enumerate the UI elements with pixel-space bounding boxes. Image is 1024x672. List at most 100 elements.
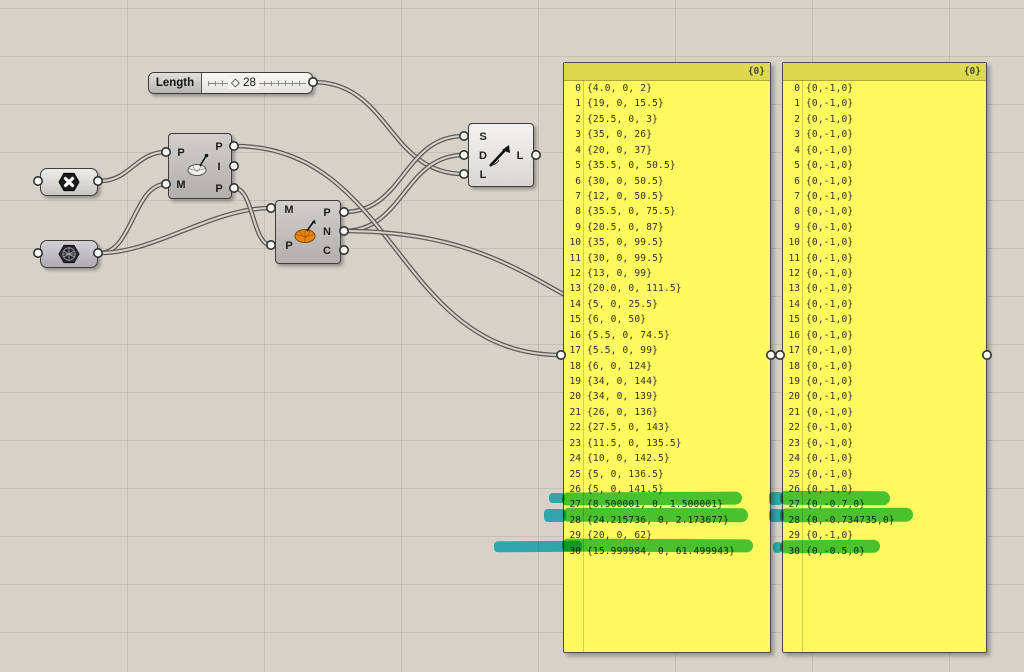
row-index: 16 — [788, 329, 800, 341]
row-index: 29 — [569, 530, 581, 542]
row-index: 19 — [788, 376, 800, 388]
panel-1[interactable]: {0} 0{4.0, 0, 2}1{19, 0, 15.5}2{25.5, 0,… — [563, 62, 771, 653]
row-index: 20 — [788, 391, 800, 403]
number-slider[interactable]: Length ◇ 28 — [148, 72, 313, 94]
row-index: 6 — [794, 175, 800, 187]
list-item: 23{11.5, 0, 135.5} — [564, 436, 770, 451]
list-item: 6{30, 0, 50.5} — [564, 174, 770, 189]
port-label[interactable]: P — [215, 183, 223, 195]
evalmesh-input-p-nub[interactable] — [265, 240, 276, 251]
row-index: 3 — [575, 129, 581, 141]
evalmesh-output-p-nub[interactable] — [338, 207, 349, 218]
list-item: 7{12, 0, 50.5} — [564, 189, 770, 204]
row-index: 2 — [794, 113, 800, 125]
list-item: 8{0,-1,0} — [783, 204, 986, 219]
list-item: 4{0,-1,0} — [783, 143, 986, 158]
panel-2[interactable]: {0} 0{0,-1,0}1{0,-1,0}2{0,-1,0}3{0,-1,0}… — [782, 62, 987, 653]
list-item: 29{20, 0, 62} — [564, 528, 770, 543]
row-value: {5, 0, 25.5} — [587, 298, 659, 310]
list-item: 11{0,-1,0} — [783, 251, 986, 266]
row-index: 14 — [788, 298, 800, 310]
row-value: {34, 0, 144} — [587, 376, 659, 388]
point-param[interactable] — [40, 168, 98, 196]
port-label[interactable]: M — [284, 204, 294, 216]
row-value: {25.5, 0, 3} — [587, 113, 659, 125]
row-value: {0,-1,0} — [806, 345, 854, 357]
evalmesh-input-m-nub[interactable] — [265, 203, 276, 214]
wire-evalmesh-n-to-linesdl-d — [343, 152, 465, 234]
list-item: 24{0,-1,0} — [783, 451, 986, 466]
slider-value: 28 — [243, 77, 256, 89]
list-item: 1{19, 0, 15.5} — [564, 96, 770, 111]
list-item: 21{0,-1,0} — [783, 405, 986, 420]
slider-grip-icon: ◇ — [231, 77, 240, 89]
row-index: 7 — [575, 190, 581, 202]
row-index: 15 — [788, 314, 800, 326]
row-value: {35, 0, 26} — [587, 129, 653, 141]
hexagon-x-icon — [58, 172, 80, 192]
row-value: {0,-1,0} — [806, 113, 854, 125]
list-item: 3{0,-1,0} — [783, 127, 986, 142]
row-index: 4 — [575, 144, 581, 156]
row-index: 7 — [794, 190, 800, 202]
list-item: 17 {5.5, 0, 99} — [564, 343, 770, 358]
line-sdl-component[interactable]: S D L L — [468, 123, 534, 187]
port-label[interactable]: I — [217, 161, 221, 173]
slider-grip-value[interactable]: ◇ 28 — [228, 75, 259, 89]
row-index: 5 — [794, 160, 800, 172]
row-index: 17 — [788, 345, 800, 357]
list-item: 2 {0,-1,0} — [783, 112, 986, 127]
highlight-cyan-row28-left — [544, 509, 566, 522]
row-index: 18 — [788, 360, 800, 372]
row-value: {30, 0, 99.5} — [587, 252, 664, 264]
list-item: 17 {0,-1,0} — [783, 343, 986, 358]
row-value: {26, 0, 136} — [587, 406, 659, 418]
mesh-param[interactable] — [40, 240, 98, 268]
row-value: {0,-1,0} — [806, 406, 854, 418]
row-index: 17 — [569, 345, 581, 357]
list-item: 11{30, 0, 99.5} — [564, 251, 770, 266]
row-index: 2 — [575, 113, 581, 125]
line-sdl-icon — [489, 145, 510, 167]
wire-mesh-to-evalmesh-m — [99, 205, 272, 256]
list-item: 21 {26, 0, 136} — [564, 405, 770, 420]
list-item: 24{10, 0, 142.5} — [564, 451, 770, 466]
row-index: 25 — [569, 468, 581, 480]
row-index: 6 — [575, 175, 581, 187]
evalmesh-output-n-nub[interactable] — [338, 226, 349, 237]
port-label[interactable]: P — [177, 147, 185, 159]
port-label[interactable]: P — [215, 141, 223, 153]
row-value: {5, 0, 141.5} — [587, 483, 664, 495]
list-item: 25{5, 0, 136.5} — [564, 467, 770, 482]
row-value: {35.5, 0, 50.5} — [587, 160, 676, 172]
row-value: {5.5, 0, 99} — [587, 345, 659, 357]
wire-evalmesh-p-to-linesdl-s — [343, 133, 465, 215]
list-item: 19{34, 0, 144} — [564, 374, 770, 389]
highlight-green-row27-panel1 — [561, 491, 743, 506]
list-item: 16{5.5, 0, 74.5} — [564, 328, 770, 343]
row-index: 20 — [569, 391, 581, 403]
row-index: 13 — [569, 283, 581, 295]
port-label[interactable]: M — [176, 179, 186, 191]
slider-track[interactable]: ◇ 28 — [202, 73, 312, 93]
row-value: {0,-1,0} — [806, 468, 854, 480]
hexagon-mesh-icon — [58, 244, 80, 264]
list-item: 26{0,-1,0} — [783, 482, 986, 497]
row-index: 13 — [788, 283, 800, 295]
list-item: 7{0,-1,0} — [783, 189, 986, 204]
row-index: 27 — [788, 499, 800, 511]
port-label[interactable]: S — [479, 131, 487, 143]
mesh-closest-point-component[interactable]: P M P I P — [168, 133, 232, 199]
linesdl-input-s-nub[interactable] — [458, 131, 469, 142]
evaluate-mesh-component[interactable]: M P P N C — [275, 200, 341, 264]
row-value: {0,-1,0} — [806, 144, 854, 156]
linesdl-input-d-nub[interactable] — [458, 150, 469, 161]
evalmesh-output-c-nub[interactable] — [338, 245, 349, 256]
list-item: 12{13, 0, 99} — [564, 266, 770, 281]
list-item: 2 {25.5, 0, 3} — [564, 112, 770, 127]
row-index: 21 — [569, 406, 581, 418]
linesdl-input-l-nub[interactable] — [458, 169, 469, 180]
panel-2-rows: 0{0,-1,0}1{0,-1,0}2{0,-1,0}3{0,-1,0}4{0,… — [783, 81, 986, 559]
row-index: 22 — [569, 422, 581, 434]
